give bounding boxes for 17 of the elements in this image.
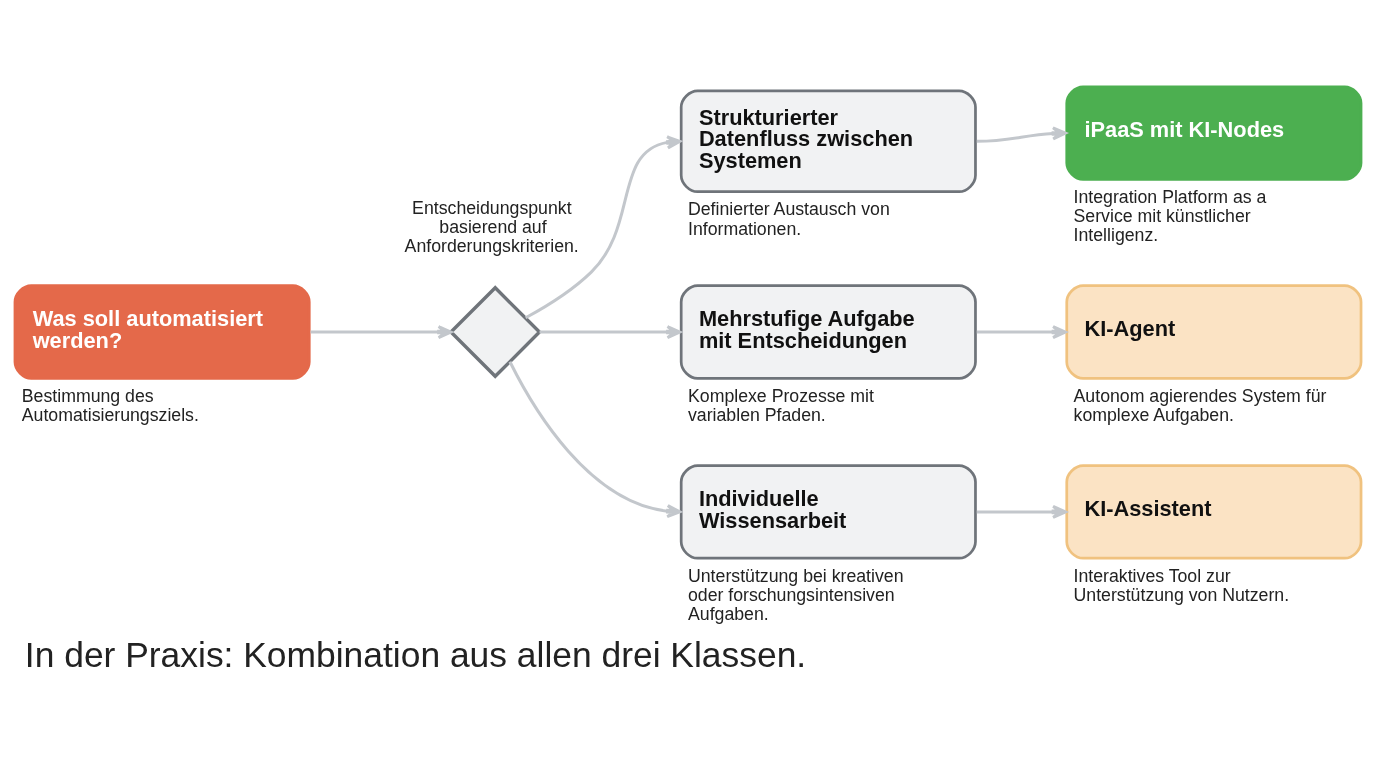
node-label: Entscheidungspunkt basierend auf Anforderungskriterien. xyxy=(404,197,579,256)
node-label: Bestimmung des Automatisierungsziels. xyxy=(21,385,199,425)
node-label: Unterstützung bei kreativen oder forschungsintensiven Aufgaben. xyxy=(688,565,904,624)
node-label: Komplexe Prozesse mit variablen Pfaden. xyxy=(688,385,874,425)
arrow xyxy=(539,324,682,339)
arrow xyxy=(524,134,682,319)
node-label: Interaktives Tool zur Unterstützung von Nutzern. xyxy=(1073,565,1290,605)
arrow xyxy=(508,360,682,518)
arrow xyxy=(976,125,1067,143)
caption: In der Praxis: Kombination aus allen drei Klassen. xyxy=(24,634,807,675)
node-label: Integration Platform as a Service mit künstlicher Intelligenz. xyxy=(1073,186,1267,245)
arrow xyxy=(976,324,1067,339)
node-label: Definierter Austausch von Informationen. xyxy=(688,198,890,238)
node-label: Autonom agierendes System für komplexe Aufgaben. xyxy=(1073,385,1327,425)
arrow xyxy=(310,324,453,339)
node-diamond xyxy=(448,284,542,379)
arrow xyxy=(976,504,1067,519)
